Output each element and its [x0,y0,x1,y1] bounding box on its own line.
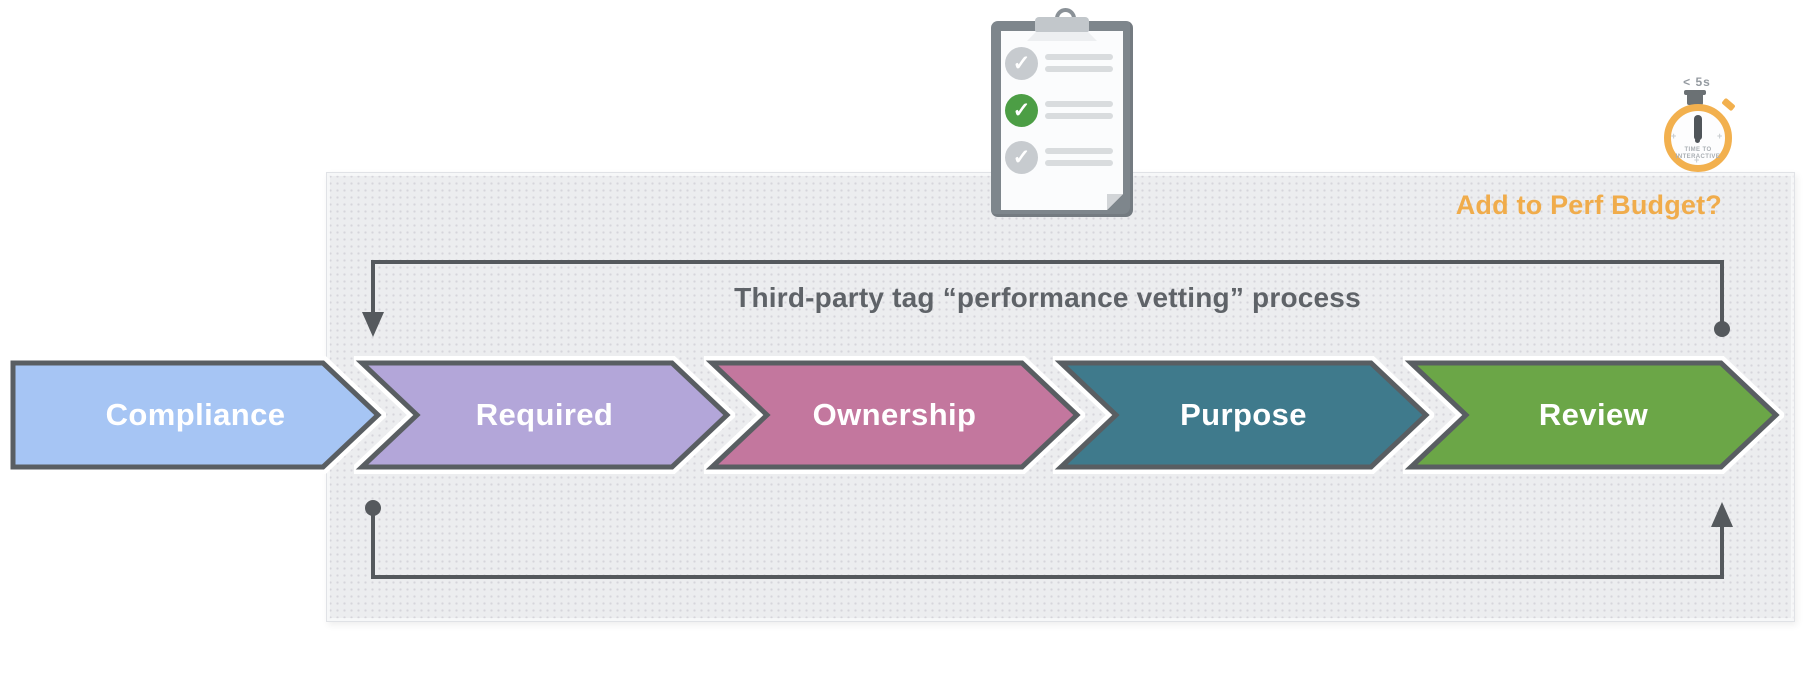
stage-shape-ownership [705,360,1081,470]
stage-arrow-required [354,356,735,474]
checkmark-icon: ✓ [1005,47,1038,80]
dial-text-line2: INTERACTIVE [1675,154,1721,160]
checklist-line [1045,54,1113,60]
stage-shape-purpose [1054,360,1430,470]
perf-budget-label: Add to Perf Budget? [1455,190,1722,220]
stage-shape-review [1404,360,1780,470]
stopwatch-hub [1695,138,1700,143]
stopwatch-side-button [1721,97,1736,112]
stopwatch-pusher-stem [1687,93,1703,105]
stage-shape-required [355,360,731,470]
dial-text-line1: TIME TO [1684,147,1712,153]
stage-shape-compliance [10,360,382,470]
stage-arrow-review [1403,356,1784,474]
stopwatch-needle [1694,115,1702,140]
checkmark-icon: ✓ [1005,141,1038,174]
stage-arrow-purpose [1053,356,1434,474]
checklist-line [1045,101,1113,107]
dial-tick: + [1694,155,1700,165]
dial-tick: + [1671,131,1677,141]
checklist-line [1045,113,1113,119]
checklist-line [1045,160,1113,166]
stopwatch-dial-text: TIME TO INTERACTIVE [1668,147,1728,161]
stopwatch-caption: < 5s [1683,75,1711,89]
clipboard-clip-plate [1027,31,1097,41]
checklist-line [1045,66,1113,72]
process-title: Third-party tag “performance vetting” pr… [734,282,1361,313]
dial-tick: + [1717,131,1723,141]
clipboard-clip [1035,17,1089,32]
checklist-line [1045,148,1113,154]
checkmark-icon: ✓ [1005,94,1038,127]
stage-arrow-compliance [6,356,386,474]
stopwatch-pusher [1684,90,1706,95]
stage-arrow-ownership [704,356,1085,474]
